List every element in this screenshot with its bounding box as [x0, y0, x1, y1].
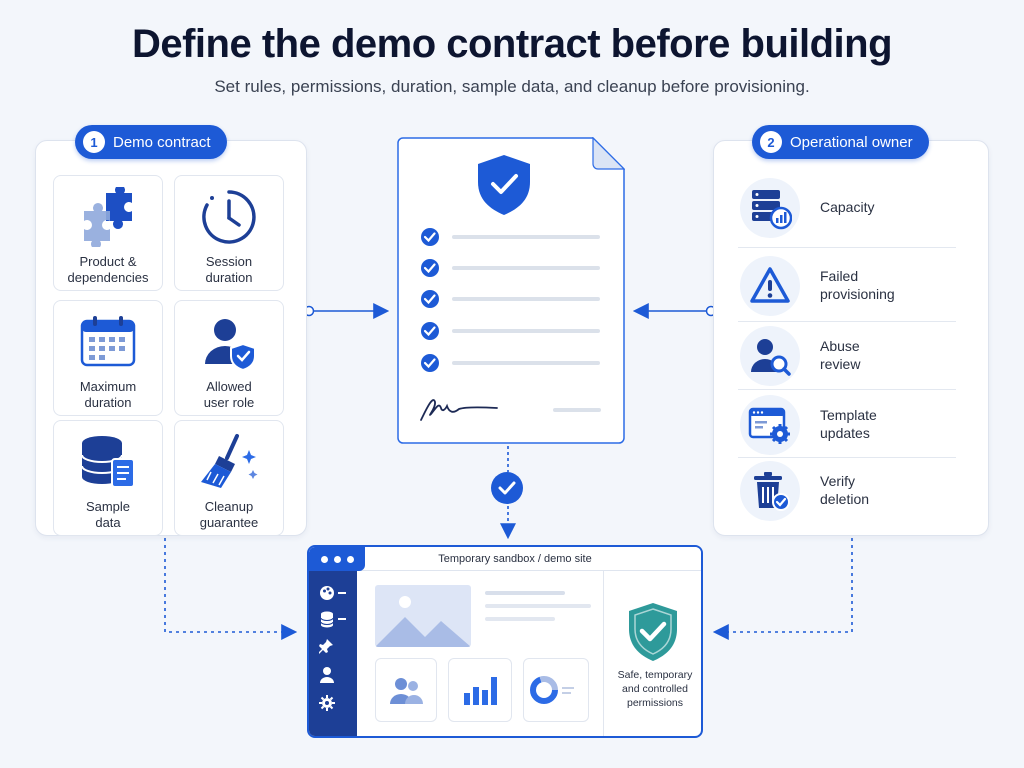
page-subtitle: Set rules, permissions, duration, sample… [214, 77, 810, 96]
page-title: Define the demo contract before building [131, 22, 893, 66]
status-line1: Safe, temporary [617, 669, 693, 681]
owner-item-label-line2: review [820, 356, 861, 372]
tile-label-line1: Allowed [206, 379, 252, 394]
divider [603, 571, 604, 736]
server-chart-icon [740, 178, 800, 238]
sandbox-sidebar [309, 571, 357, 736]
operational-owner-title: Operational owner [790, 133, 913, 151]
owner-item-label: Capacity [820, 199, 875, 215]
chart-card [448, 658, 512, 722]
signature-icon [420, 399, 601, 421]
gear-icon [319, 693, 349, 713]
owner-item-abuse-review: Abuse review [738, 322, 956, 388]
status-line3: permissions [626, 697, 684, 709]
sandbox-status-text: Safe, temporary and controlled permissio… [609, 668, 701, 710]
sandbox-title: Temporary sandbox / demo site [438, 553, 592, 565]
tile-product-dependencies: Product &dependencies [53, 175, 163, 291]
owner-item-label-line2: updates [820, 425, 870, 441]
owner-item-capacity: Capacity [738, 174, 956, 240]
tile-label-line2: data [95, 515, 121, 530]
user-icon [319, 665, 349, 685]
tile-label-line1: Sample [85, 499, 131, 514]
warning-icon [740, 256, 800, 316]
tile-label-line1: Product & [79, 254, 137, 269]
pin-icon [319, 637, 349, 657]
owner-item-label-line1: Failed [820, 268, 859, 284]
bar-chart-icon [464, 677, 497, 705]
user-search-icon [740, 326, 800, 386]
pie-card [523, 658, 589, 722]
tile-label-line1: Maximum [79, 379, 137, 394]
tile-label-line2: duration [84, 395, 132, 410]
contract-document [397, 136, 626, 444]
tile-label-line2: guarantee [199, 515, 259, 530]
calendar-icon [54, 311, 162, 373]
status-line2: and controlled [622, 683, 688, 695]
owner-item-label-line1: Template [820, 407, 877, 423]
database-icon [319, 609, 349, 629]
users-icon [390, 678, 423, 704]
tile-label-line1: Cleanup [204, 499, 254, 514]
donut-chart-icon [530, 676, 574, 704]
user-shield-icon [175, 311, 283, 373]
window-gear-icon [740, 395, 800, 455]
content-text-lines [485, 591, 595, 631]
approved-check-icon [490, 471, 524, 505]
sandbox-window: Temporary sandbox / demo site [307, 545, 703, 738]
palette-icon [319, 583, 349, 603]
image-placeholder-icon [375, 585, 471, 647]
checklist [421, 228, 600, 372]
owner-item-label-line2: provisioning [820, 286, 895, 302]
owner-item-label-line1: Verify [820, 473, 856, 489]
shield-check-icon [478, 155, 530, 215]
sandbox-titlebar [309, 547, 701, 571]
divider [738, 389, 956, 390]
divider [738, 247, 956, 248]
trash-check-icon [740, 461, 800, 521]
owner-item-verify-deletion: Verify deletion [738, 457, 956, 523]
tile-label-line2: user role [203, 395, 255, 410]
owner-item-template-updates: Template updates [738, 391, 956, 457]
demo-contract-title: Demo contract [113, 133, 211, 151]
owner-item-label-line2: deletion [820, 491, 870, 507]
demo-contract-header: 1 Demo contract [75, 125, 227, 159]
tile-label-line2: duration [205, 270, 253, 285]
broom-icon [175, 431, 283, 493]
step-number-badge: 1 [83, 131, 105, 153]
owner-item-label-line1: Abuse [820, 338, 860, 354]
window-controls [309, 547, 365, 571]
owner-item-failed-provisioning: Failed provisioning [738, 252, 956, 318]
users-card [375, 658, 437, 722]
tile-label-line1: Session [205, 254, 253, 269]
step-number-badge: 2 [760, 131, 782, 153]
clock-icon [175, 186, 283, 248]
tile-label-line2: dependencies [67, 270, 149, 285]
teal-shield-icon [625, 601, 681, 663]
divider [738, 457, 956, 458]
puzzle-icon [54, 186, 162, 248]
operational-owner-header: 2 Operational owner [752, 125, 929, 159]
divider [738, 321, 956, 322]
database-icon [54, 431, 162, 493]
